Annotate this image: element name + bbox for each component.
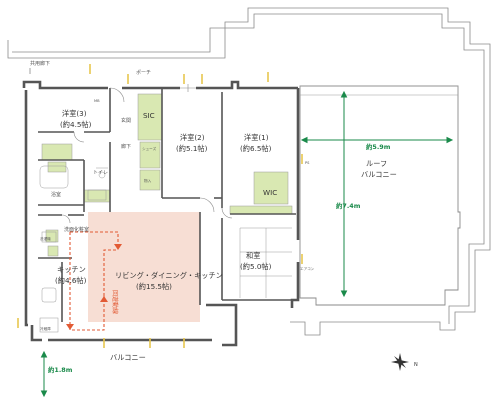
- kitchen-label: キッチン: [57, 265, 86, 274]
- roof-balcony-label-1: ルーフ: [366, 159, 387, 168]
- bath-label: 浴室: [51, 191, 61, 198]
- washitsu-area: (約5.0帖): [240, 262, 272, 271]
- fridge-label: 冷蔵庫: [40, 326, 51, 331]
- ldk-label: リビング・ダイニング・キッチン: [115, 271, 223, 280]
- dim-width-label: 約5.9m: [366, 142, 391, 151]
- roof-balcony-label-2: バルコニー: [361, 170, 397, 179]
- shoes-label: シューズ: [142, 146, 157, 151]
- youshitsu3-label: 洋室(3): [62, 109, 87, 118]
- genkan-label: 玄関: [121, 117, 131, 124]
- north-label: N: [414, 362, 418, 368]
- dim-depth-label: 約7.4m: [336, 201, 361, 210]
- porch-label: ポーチ: [136, 69, 151, 76]
- sic-label: SIC: [143, 111, 155, 120]
- mb-label: MB: [94, 99, 100, 103]
- youshitsu1-label: 洋室(1): [244, 133, 269, 142]
- balcony-label: バルコニー: [110, 353, 146, 362]
- washer-label: 洗濯機: [40, 236, 51, 241]
- roof-balcony: [300, 86, 460, 305]
- rouka-label: 廊下: [121, 143, 131, 150]
- youshitsu2-label: 洋室(2): [180, 133, 205, 142]
- corridor-label: 共用廊下: [30, 60, 50, 67]
- dim-balcony-label: 約1.8m: [48, 365, 73, 374]
- ac-label: エアコン: [300, 266, 315, 271]
- storage-label: 物入: [144, 178, 152, 183]
- ps-label: PS: [305, 161, 310, 165]
- wic-label: WIC: [263, 188, 277, 197]
- washroom-label: 洗面化粧室: [64, 226, 89, 233]
- washitsu-label: 和室: [246, 251, 260, 260]
- youshitsu1-area: (約6.5帖): [240, 144, 272, 153]
- route-label: 回遊動線: [111, 290, 119, 314]
- youshitsu3-area: (約4.5帖): [60, 120, 92, 129]
- compass-icon: [391, 353, 409, 371]
- ldk-area: (約15.5帖): [136, 282, 172, 291]
- toilet-label: トイレ: [93, 170, 108, 176]
- kitchen-area: (約4.6帖): [55, 276, 87, 285]
- youshitsu2-area: (約5.1帖): [176, 144, 208, 153]
- ldk-floor: [88, 212, 200, 322]
